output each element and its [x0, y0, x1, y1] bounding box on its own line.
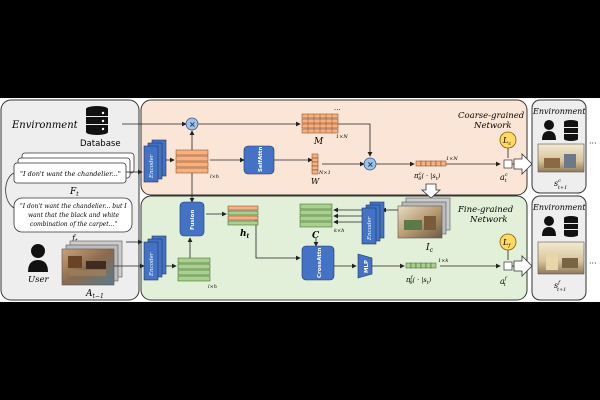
mlp-module[interactable] — [357, 253, 373, 279]
fine-encoder-label: Encoder — [149, 252, 155, 277]
feedback-quote-short: "I don't want the chandelier..." — [20, 170, 121, 178]
coarse-lh-dim: l×h — [210, 174, 219, 180]
M-ellipsis: ··· — [334, 106, 341, 114]
database-label: Database — [80, 139, 121, 149]
fine-title-line2: Network — [469, 215, 508, 225]
architecture-diagram: Environment Database "I don't want the c… — [0, 99, 597, 301]
I-c-label: Ic — [425, 243, 434, 254]
svg-text:Lc: Lc — [502, 136, 511, 147]
svg-text:×: × — [189, 120, 196, 129]
svg-text:Lf: Lf — [502, 238, 511, 249]
crossattn-module[interactable] — [301, 245, 335, 281]
environment-title: Environment — [11, 120, 79, 131]
to-env-top-arrow — [513, 153, 533, 175]
database-icon-bottom — [564, 216, 578, 237]
h-t-label: ht — [240, 229, 250, 240]
user-icon — [28, 244, 48, 272]
to-env-bottom-arrow — [513, 255, 533, 277]
fine-loss-node — [499, 233, 517, 251]
fusion-module[interactable] — [179, 201, 205, 237]
fusion-label: Fusion — [190, 210, 196, 230]
feedback-card-long — [13, 197, 133, 233]
multiply-node-2 — [363, 157, 377, 171]
candidate-encoder-label: Encoder — [367, 216, 373, 241]
coarse-title-line2: Network — [473, 121, 512, 131]
database-icon — [86, 106, 108, 135]
C-label: C — [312, 231, 320, 241]
C-dim: k×h — [334, 228, 344, 234]
M-label: M — [313, 137, 324, 147]
user-icon-top — [542, 120, 556, 140]
coarse-text-encoder — [143, 145, 159, 183]
candidate-image-encoder — [361, 207, 377, 245]
ellipsis-bottom: ··· — [589, 259, 597, 268]
multiply-node-1 — [185, 117, 199, 131]
F-t-label: Ft — [69, 187, 79, 198]
selfattn-label: SelfAttn — [258, 147, 264, 172]
fine-action-box — [503, 261, 513, 271]
C-matrix — [299, 203, 333, 228]
coarse-action-box — [503, 159, 513, 169]
W-vector — [311, 153, 319, 175]
ellipsis-top: ··· — [589, 139, 597, 148]
env-top-title: Environment — [532, 107, 586, 116]
feedback-quote-long-line3: combination of the carpet..." — [30, 221, 117, 228]
user-label: User — [28, 275, 50, 285]
A-t-1-label: At−1 — [85, 289, 104, 300]
feedback-quote-long-line1: "I don't want the chandelier... but I — [20, 203, 127, 210]
coarse-pi-dim: 1×N — [446, 156, 458, 162]
M-dim: 1×N — [336, 134, 348, 140]
fine-lh-dim: l×h — [208, 284, 217, 290]
diagram-canvas: Environment Database "I don't want the c… — [0, 98, 600, 302]
coarse-text-features — [175, 149, 209, 174]
crossattn-label: CrossAttn — [317, 247, 323, 278]
fine-image-features — [177, 257, 211, 282]
fine-title-line1: Fine-grained — [457, 205, 514, 215]
env-bottom-title: Environment — [532, 203, 586, 212]
coarse-to-fine-arrow — [420, 183, 442, 199]
coarse-policy-vector — [415, 160, 447, 167]
W-dim: N×1 — [318, 170, 331, 176]
h-t-features — [227, 205, 259, 226]
fine-policy-vector — [405, 262, 437, 269]
selfattn-module[interactable] — [243, 145, 275, 175]
svg-text:×: × — [367, 160, 374, 169]
fine-pi-dim: 1×k — [438, 258, 448, 264]
database-icon-top — [564, 120, 578, 141]
feedback-quote-long-line2: want that the black and white — [28, 212, 120, 219]
W-label: W — [311, 177, 320, 186]
coarse-title-line1: Coarse-grained — [458, 111, 525, 121]
user-icon-bottom — [542, 216, 556, 236]
coarse-encoder-label: Encoder — [149, 154, 155, 179]
M-matrix — [301, 113, 339, 134]
coarse-loss-node — [499, 131, 517, 149]
mlp-label: MLP — [364, 260, 370, 273]
fine-image-encoder — [143, 241, 159, 281]
